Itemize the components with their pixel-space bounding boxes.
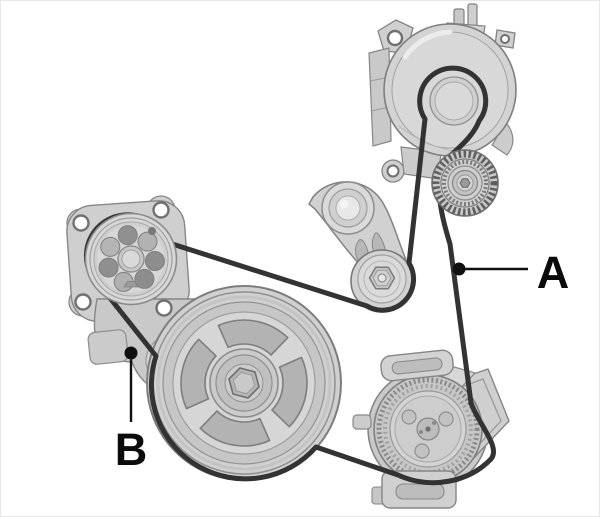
- label-a-dot: [452, 262, 466, 276]
- label-b-dot: [124, 346, 138, 360]
- ac-compressor: [352, 349, 510, 509]
- ac-compressor-clutch-pulley: [373, 374, 483, 484]
- label-b: B: [115, 346, 148, 475]
- alternator-flange-left: [368, 47, 392, 147]
- label-a-text: A: [537, 247, 570, 298]
- alternator-pulley: [431, 149, 499, 217]
- compressor-foot-bottom: [371, 470, 457, 509]
- alternator-pulley-hex: [459, 178, 471, 188]
- compressor-lug-top: [380, 349, 454, 382]
- crankshaft-pulley: [146, 285, 342, 481]
- alternator: [368, 3, 517, 183]
- water-pump-pulley: [84, 212, 178, 306]
- label-a: A: [452, 247, 570, 298]
- label-b-text: B: [115, 424, 148, 475]
- crank-spoke-cutouts: [175, 319, 313, 452]
